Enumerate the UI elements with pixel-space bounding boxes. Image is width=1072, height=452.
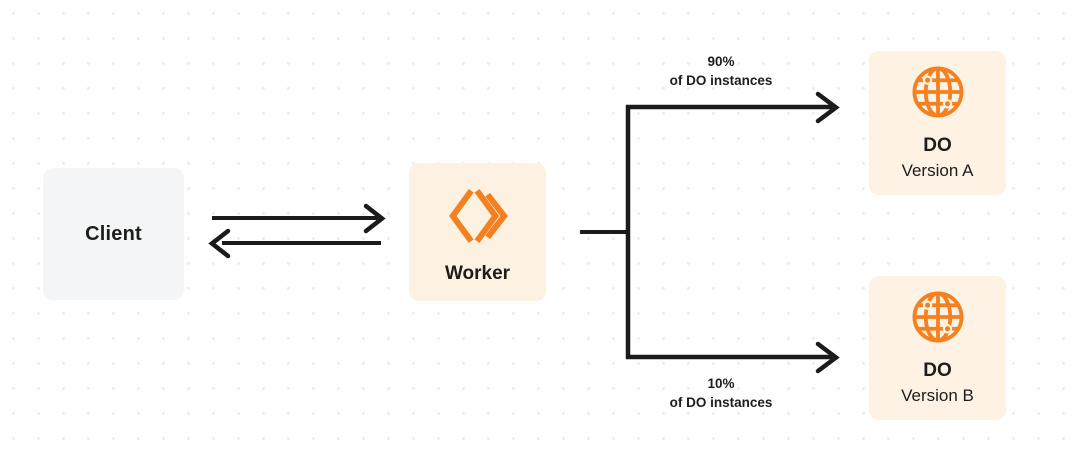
node-client-label: Client: [85, 222, 142, 245]
node-do-version-b[interactable]: DO Version B: [869, 276, 1006, 420]
arrow-worker-to-do-a-head: [815, 91, 840, 124]
arrow-worker-to-do-a: [626, 91, 840, 124]
edge-label-do-a-description: of DO instances: [669, 73, 773, 89]
arrow-client-to-worker-head: [363, 203, 386, 234]
node-do-version-b-title: DO: [923, 360, 952, 381]
edge-label-do-b-percent: 10%: [707, 376, 735, 391]
cloudflare-workers-icon: [447, 185, 509, 247]
node-do-version-a-title: DO: [923, 135, 952, 156]
edge-label-do-b: 10% of DO instances: [655, 374, 787, 412]
edge-label-do-a: 90% of DO instances: [655, 52, 787, 90]
edge-label-do-a-percent: 90%: [707, 54, 735, 69]
node-worker-label: Worker: [444, 263, 511, 284]
durable-object-globe-icon: [909, 63, 967, 121]
arrow-worker-to-client-head: [208, 228, 231, 259]
node-client[interactable]: Client: [43, 168, 184, 300]
arrow-worker-to-client: [208, 228, 381, 259]
connector-worker-to-junction: [580, 105, 631, 359]
arrow-client-to-worker: [212, 203, 386, 234]
node-do-version-a-subtitle: Version A: [901, 161, 974, 180]
arrow-worker-to-do-b-head: [815, 341, 840, 374]
durable-object-globe-icon: [909, 288, 967, 346]
node-do-version-a[interactable]: DO Version A: [869, 51, 1006, 195]
node-do-version-b-subtitle: Version B: [901, 386, 974, 405]
node-worker[interactable]: Worker: [409, 163, 546, 301]
edge-label-do-b-description: of DO instances: [669, 395, 773, 411]
arrow-worker-to-do-b: [626, 341, 840, 374]
